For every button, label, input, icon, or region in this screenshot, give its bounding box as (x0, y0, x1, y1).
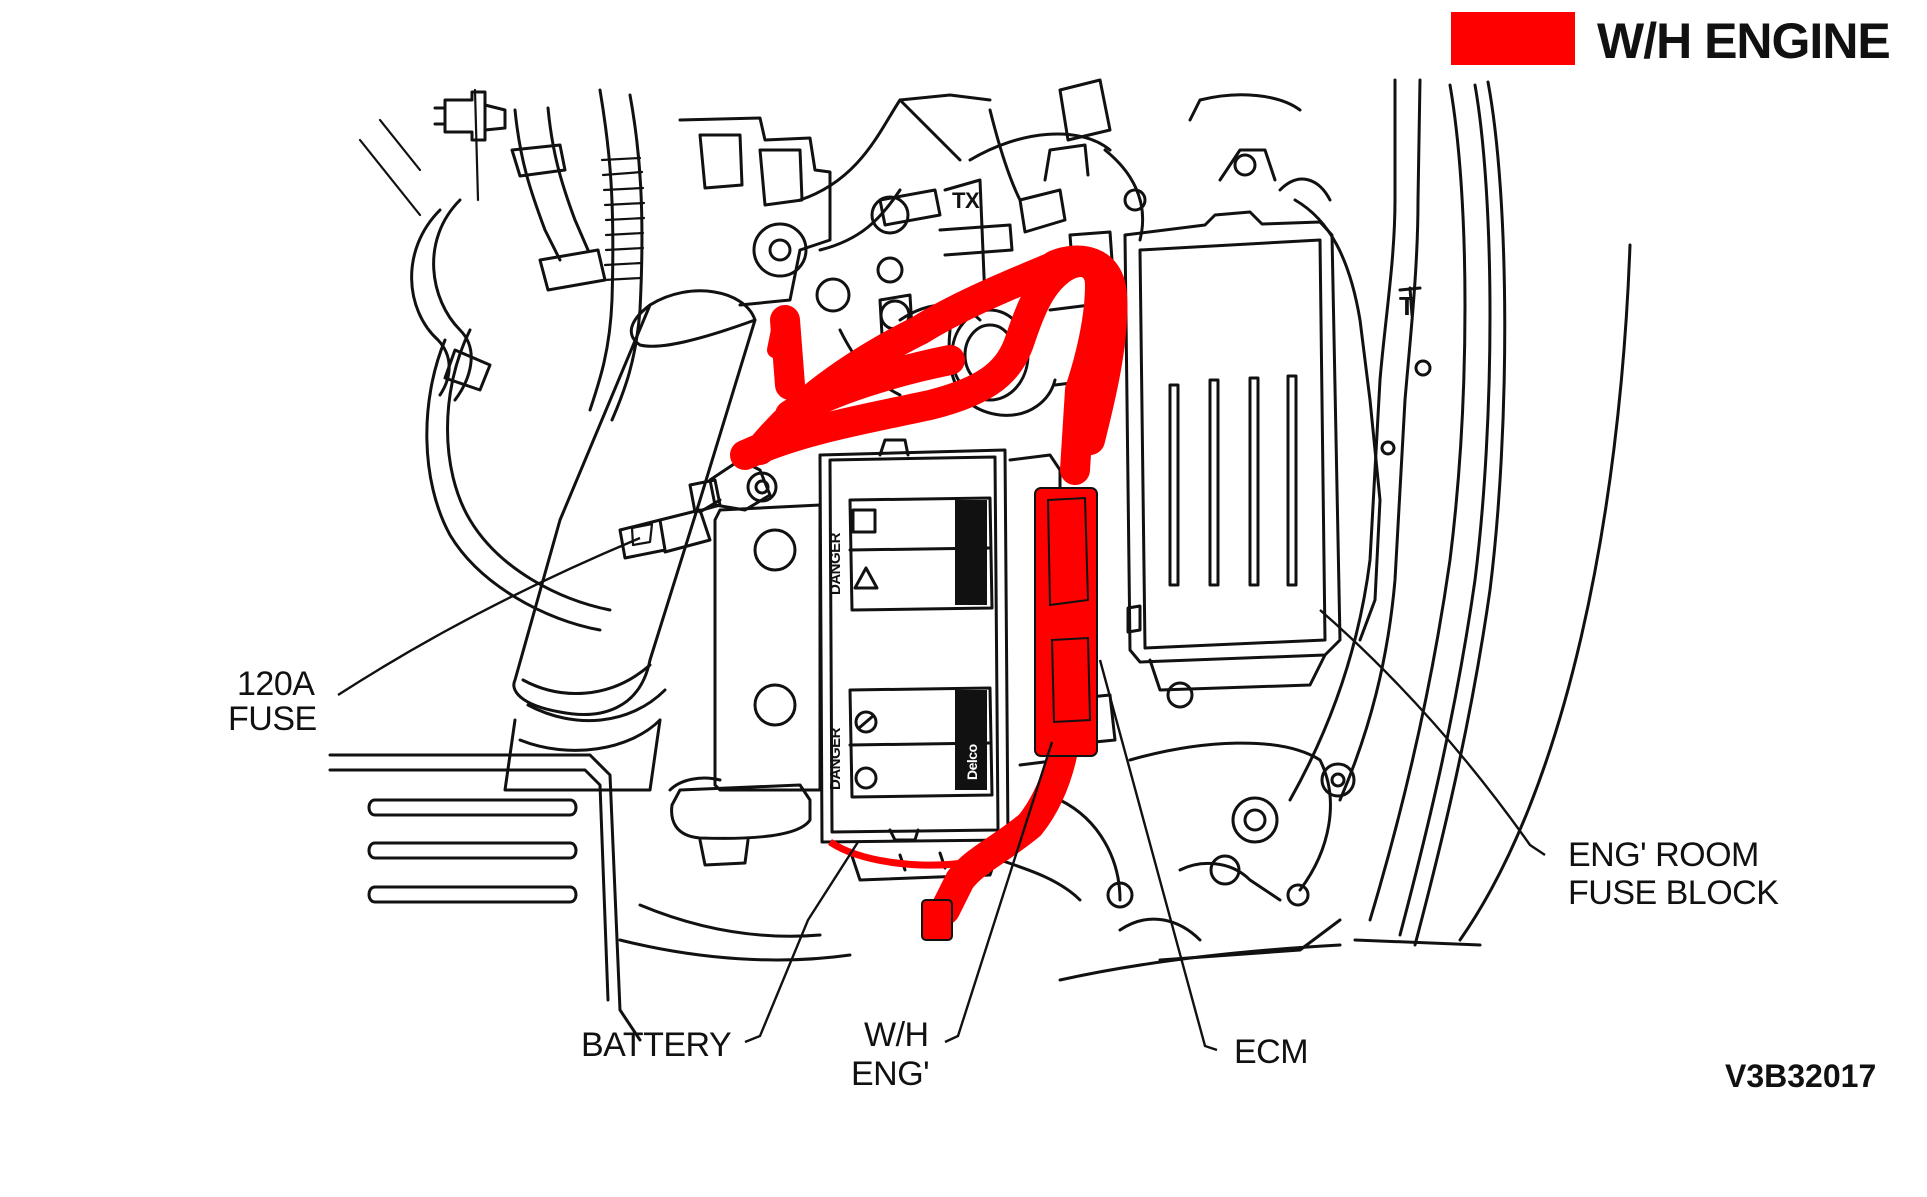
danger-engraving-top: DANGER (827, 532, 844, 595)
fuse-block (1123, 93, 1382, 709)
leader-fuse-block (1319, 609, 1546, 856)
battery-clamp (670, 783, 812, 867)
leader-wh-eng (944, 741, 1054, 1044)
label-120a-fuse-line1: 120A (237, 665, 315, 703)
label-battery: BATTERY (581, 1026, 731, 1064)
leader-lines (337, 536, 1546, 1052)
battery-side (668, 503, 822, 792)
label-fuse-block-line2: FUSE BLOCK (1568, 874, 1779, 912)
harness-right-loop (1040, 245, 1128, 455)
label-ecm: ECM (1234, 1033, 1308, 1071)
battery-dark-label-top (955, 500, 987, 605)
legend: W/H ENGINE (1451, 12, 1891, 69)
strut-tower (1058, 741, 1342, 982)
harness-ecm-connector (1034, 487, 1098, 757)
radiator-support (328, 753, 642, 1042)
leader-120a-fuse (337, 536, 641, 697)
right-fender: T (1288, 78, 1632, 947)
harness-upper-branch-2 (775, 345, 965, 430)
battery-body: DANGER DANGER Delco (818, 438, 1010, 844)
harness-ring-terminal (767, 317, 788, 358)
engine-line-art: TX (328, 78, 1632, 1042)
figure-code: V3B32017 (1725, 1058, 1876, 1094)
ac-line-hoses (358, 88, 646, 632)
label-fuse-block-line1: ENG' ROOM (1568, 836, 1759, 874)
callout-labels: 120A FUSE BATTERY W/H ENG' ECM ENG' ROOM… (228, 665, 1780, 1093)
legend-label: W/H ENGINE (1597, 13, 1890, 69)
label-wh-eng-line1: W/H (864, 1016, 929, 1054)
tx-engraving: TX (952, 188, 980, 213)
label-120a-fuse-line2: FUSE (228, 700, 317, 738)
harness-ecm-connector-detail (1046, 496, 1092, 724)
delco-engraving: Delco (964, 744, 980, 780)
harness-thin-loop (828, 839, 971, 869)
engine-wiring-harness (730, 245, 1128, 941)
engine-block (678, 78, 1147, 397)
harness-down-route (930, 725, 1080, 925)
legend-swatch (1451, 12, 1575, 65)
battery-dark-label-bottom (955, 690, 987, 790)
t-engraving: T (1399, 291, 1415, 321)
leader-ecm (1098, 659, 1218, 1052)
harness-terminal-connector (921, 899, 953, 941)
leader-battery (744, 841, 860, 1044)
label-wh-eng-line2: ENG' (851, 1055, 929, 1093)
upper-left-connector (433, 90, 507, 142)
danger-engraving-bottom: DANGER (827, 727, 844, 790)
